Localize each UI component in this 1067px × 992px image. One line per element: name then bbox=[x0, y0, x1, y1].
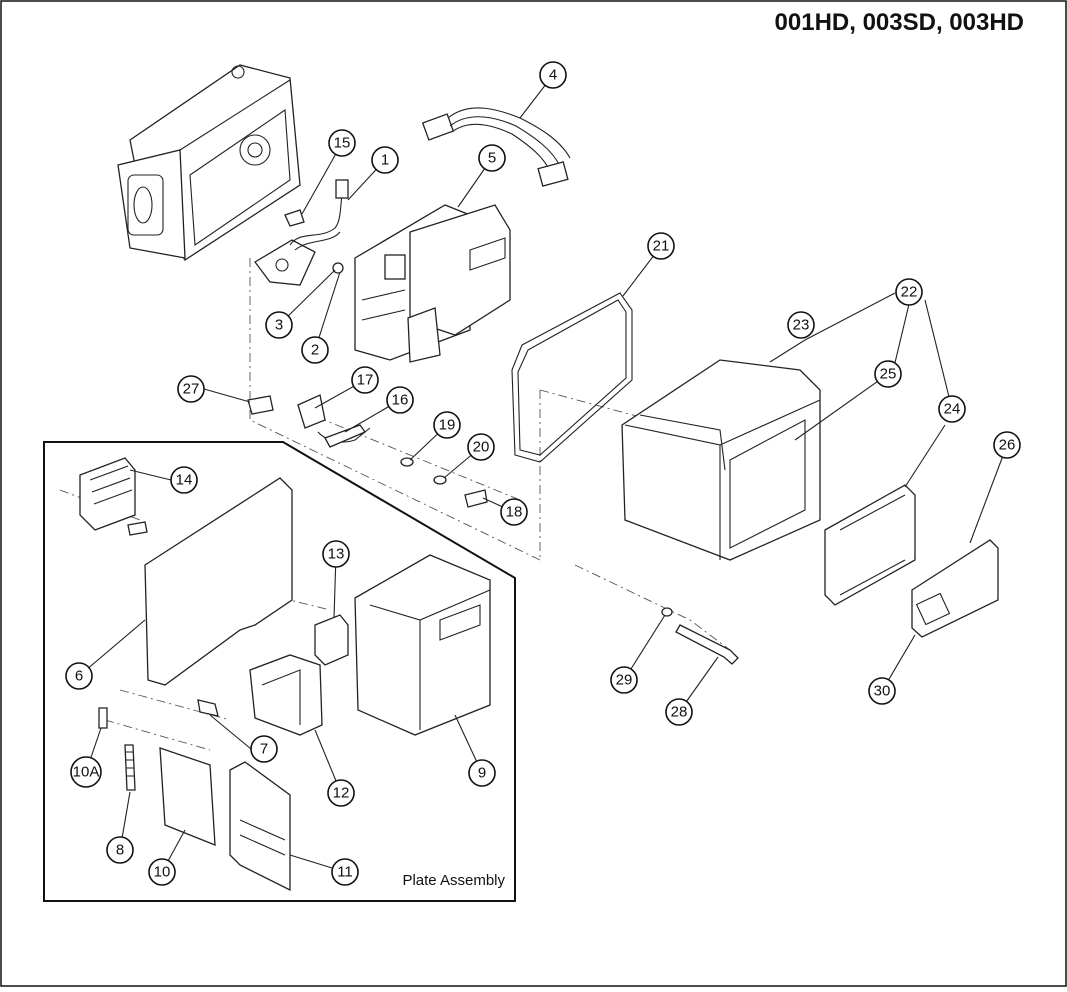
relay bbox=[314, 614, 349, 666]
callout-14: 14 bbox=[170, 466, 198, 494]
screw-7 bbox=[197, 699, 219, 717]
callout-3: 3 bbox=[265, 311, 293, 339]
callout-16: 16 bbox=[386, 386, 414, 414]
transformer bbox=[249, 654, 323, 736]
svg-text:5: 5 bbox=[488, 150, 496, 167]
callout-20: 20 bbox=[467, 433, 495, 461]
svg-text:13: 13 bbox=[328, 546, 345, 563]
svg-text:25: 25 bbox=[880, 366, 897, 383]
callout-9: 9 bbox=[468, 759, 496, 787]
mounting-plate bbox=[144, 477, 293, 686]
svg-text:29: 29 bbox=[616, 672, 633, 689]
cover-plate bbox=[824, 484, 916, 606]
circuit-board bbox=[159, 747, 216, 846]
svg-text:19: 19 bbox=[439, 417, 456, 434]
svg-text:23: 23 bbox=[793, 317, 810, 334]
callout-10: 10 bbox=[148, 858, 176, 886]
cover-gasket bbox=[511, 292, 633, 463]
callout-23: 23 bbox=[787, 311, 815, 339]
callout-2: 2 bbox=[301, 336, 329, 364]
plate-assembly-inset: Plate Assembly bbox=[43, 441, 516, 902]
bracket-17-16 bbox=[297, 394, 371, 448]
cover bbox=[621, 359, 821, 561]
washer-29 bbox=[661, 607, 673, 617]
callout-4: 4 bbox=[539, 61, 567, 89]
callout-30: 30 bbox=[868, 677, 896, 705]
svg-text:18: 18 bbox=[506, 504, 523, 521]
model-title: 001HD, 003SD, 003HD bbox=[775, 9, 1024, 36]
standoff-10A bbox=[98, 707, 108, 729]
svg-text:24: 24 bbox=[944, 401, 961, 418]
callout-15: 15 bbox=[328, 129, 356, 157]
screw-2 bbox=[332, 262, 344, 274]
callout-10a: 10A bbox=[70, 756, 102, 788]
board-bracket bbox=[229, 761, 291, 892]
callouts: 15 1 4 5 3 2 21 22 23 25 27 17 16 19 20 … bbox=[65, 61, 1021, 886]
bolt-28 bbox=[675, 624, 739, 665]
svg-text:6: 6 bbox=[75, 668, 83, 685]
svg-text:21: 21 bbox=[653, 238, 670, 255]
svg-text:4: 4 bbox=[549, 67, 557, 84]
screw-15 bbox=[284, 209, 305, 227]
svg-text:9: 9 bbox=[478, 765, 486, 782]
svg-text:26: 26 bbox=[999, 437, 1016, 454]
svg-text:27: 27 bbox=[183, 381, 200, 398]
callout-5: 5 bbox=[478, 144, 506, 172]
svg-text:2: 2 bbox=[311, 342, 319, 359]
svg-text:3: 3 bbox=[275, 317, 283, 334]
callout-12: 12 bbox=[327, 779, 355, 807]
callout-6: 6 bbox=[65, 662, 93, 690]
svg-text:11: 11 bbox=[337, 864, 353, 881]
installed-inverter-assembly bbox=[354, 204, 511, 363]
callout-1: 1 bbox=[371, 146, 399, 174]
screw-18 bbox=[464, 489, 488, 508]
svg-text:17: 17 bbox=[357, 372, 374, 389]
screw-27 bbox=[247, 395, 274, 415]
svg-text:14: 14 bbox=[176, 472, 193, 489]
washer-20 bbox=[433, 475, 447, 485]
callout-11: 11 bbox=[331, 858, 359, 886]
svg-text:16: 16 bbox=[392, 392, 409, 409]
plate-assembly-label: Plate Assembly bbox=[402, 872, 505, 889]
inverter-drive bbox=[354, 554, 491, 736]
callout-28: 28 bbox=[665, 698, 693, 726]
callout-8: 8 bbox=[106, 836, 134, 864]
motor-housing bbox=[117, 64, 301, 261]
svg-text:7: 7 bbox=[260, 741, 268, 758]
svg-text:22: 22 bbox=[901, 284, 918, 301]
callout-25: 25 bbox=[874, 360, 902, 388]
terminal-block bbox=[79, 457, 136, 531]
svg-text:15: 15 bbox=[334, 135, 351, 152]
callout-19: 19 bbox=[433, 411, 461, 439]
limit-switch-assembly bbox=[254, 179, 349, 286]
svg-text:1: 1 bbox=[381, 152, 389, 169]
wire-harness bbox=[421, 107, 571, 187]
callout-18: 18 bbox=[500, 498, 528, 526]
callout-24: 24 bbox=[938, 395, 966, 423]
callout-7: 7 bbox=[250, 735, 278, 763]
callout-13: 13 bbox=[322, 540, 350, 568]
callout-22: 22 bbox=[895, 278, 923, 306]
svg-text:28: 28 bbox=[671, 704, 688, 721]
svg-text:8: 8 bbox=[116, 842, 124, 859]
callout-29: 29 bbox=[610, 666, 638, 694]
label-26 bbox=[911, 539, 999, 638]
svg-text:30: 30 bbox=[874, 683, 891, 700]
svg-text:12: 12 bbox=[333, 785, 350, 802]
callout-26: 26 bbox=[993, 431, 1021, 459]
svg-text:10A: 10A bbox=[73, 764, 100, 781]
svg-text:10: 10 bbox=[154, 864, 171, 881]
svg-text:20: 20 bbox=[473, 439, 490, 456]
callout-27: 27 bbox=[177, 375, 205, 403]
callout-21: 21 bbox=[647, 232, 675, 260]
callout-17: 17 bbox=[351, 366, 379, 394]
